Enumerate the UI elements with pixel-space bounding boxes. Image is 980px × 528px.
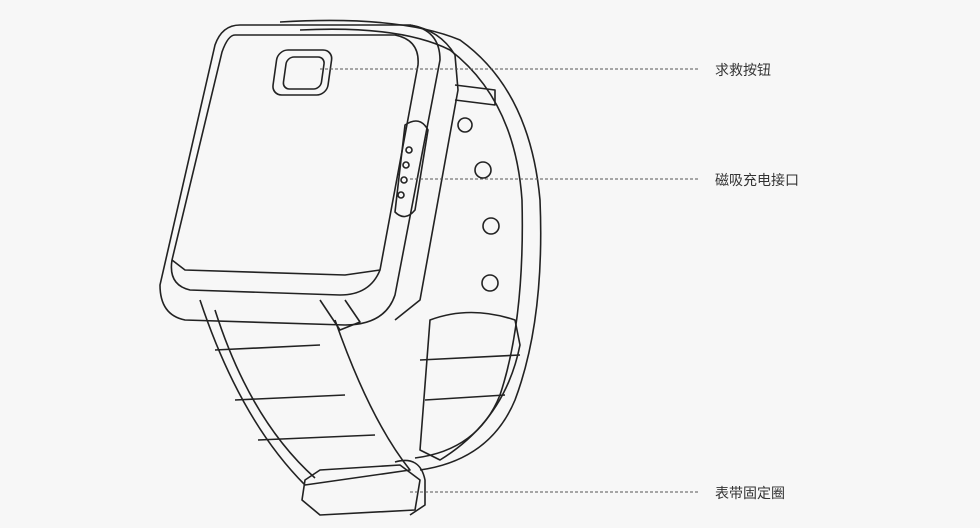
back-strap: [279, 19, 542, 471]
label-charging-port: 磁吸充电接口: [715, 173, 799, 189]
leader-lines: [320, 68, 698, 493]
watch-body: [159, 24, 459, 326]
label-strap-loop: 表带固定圈: [715, 486, 785, 502]
label-sos-button: 求救按钮: [715, 63, 771, 79]
front-strap: [199, 299, 411, 486]
strap-loop: [301, 459, 426, 516]
